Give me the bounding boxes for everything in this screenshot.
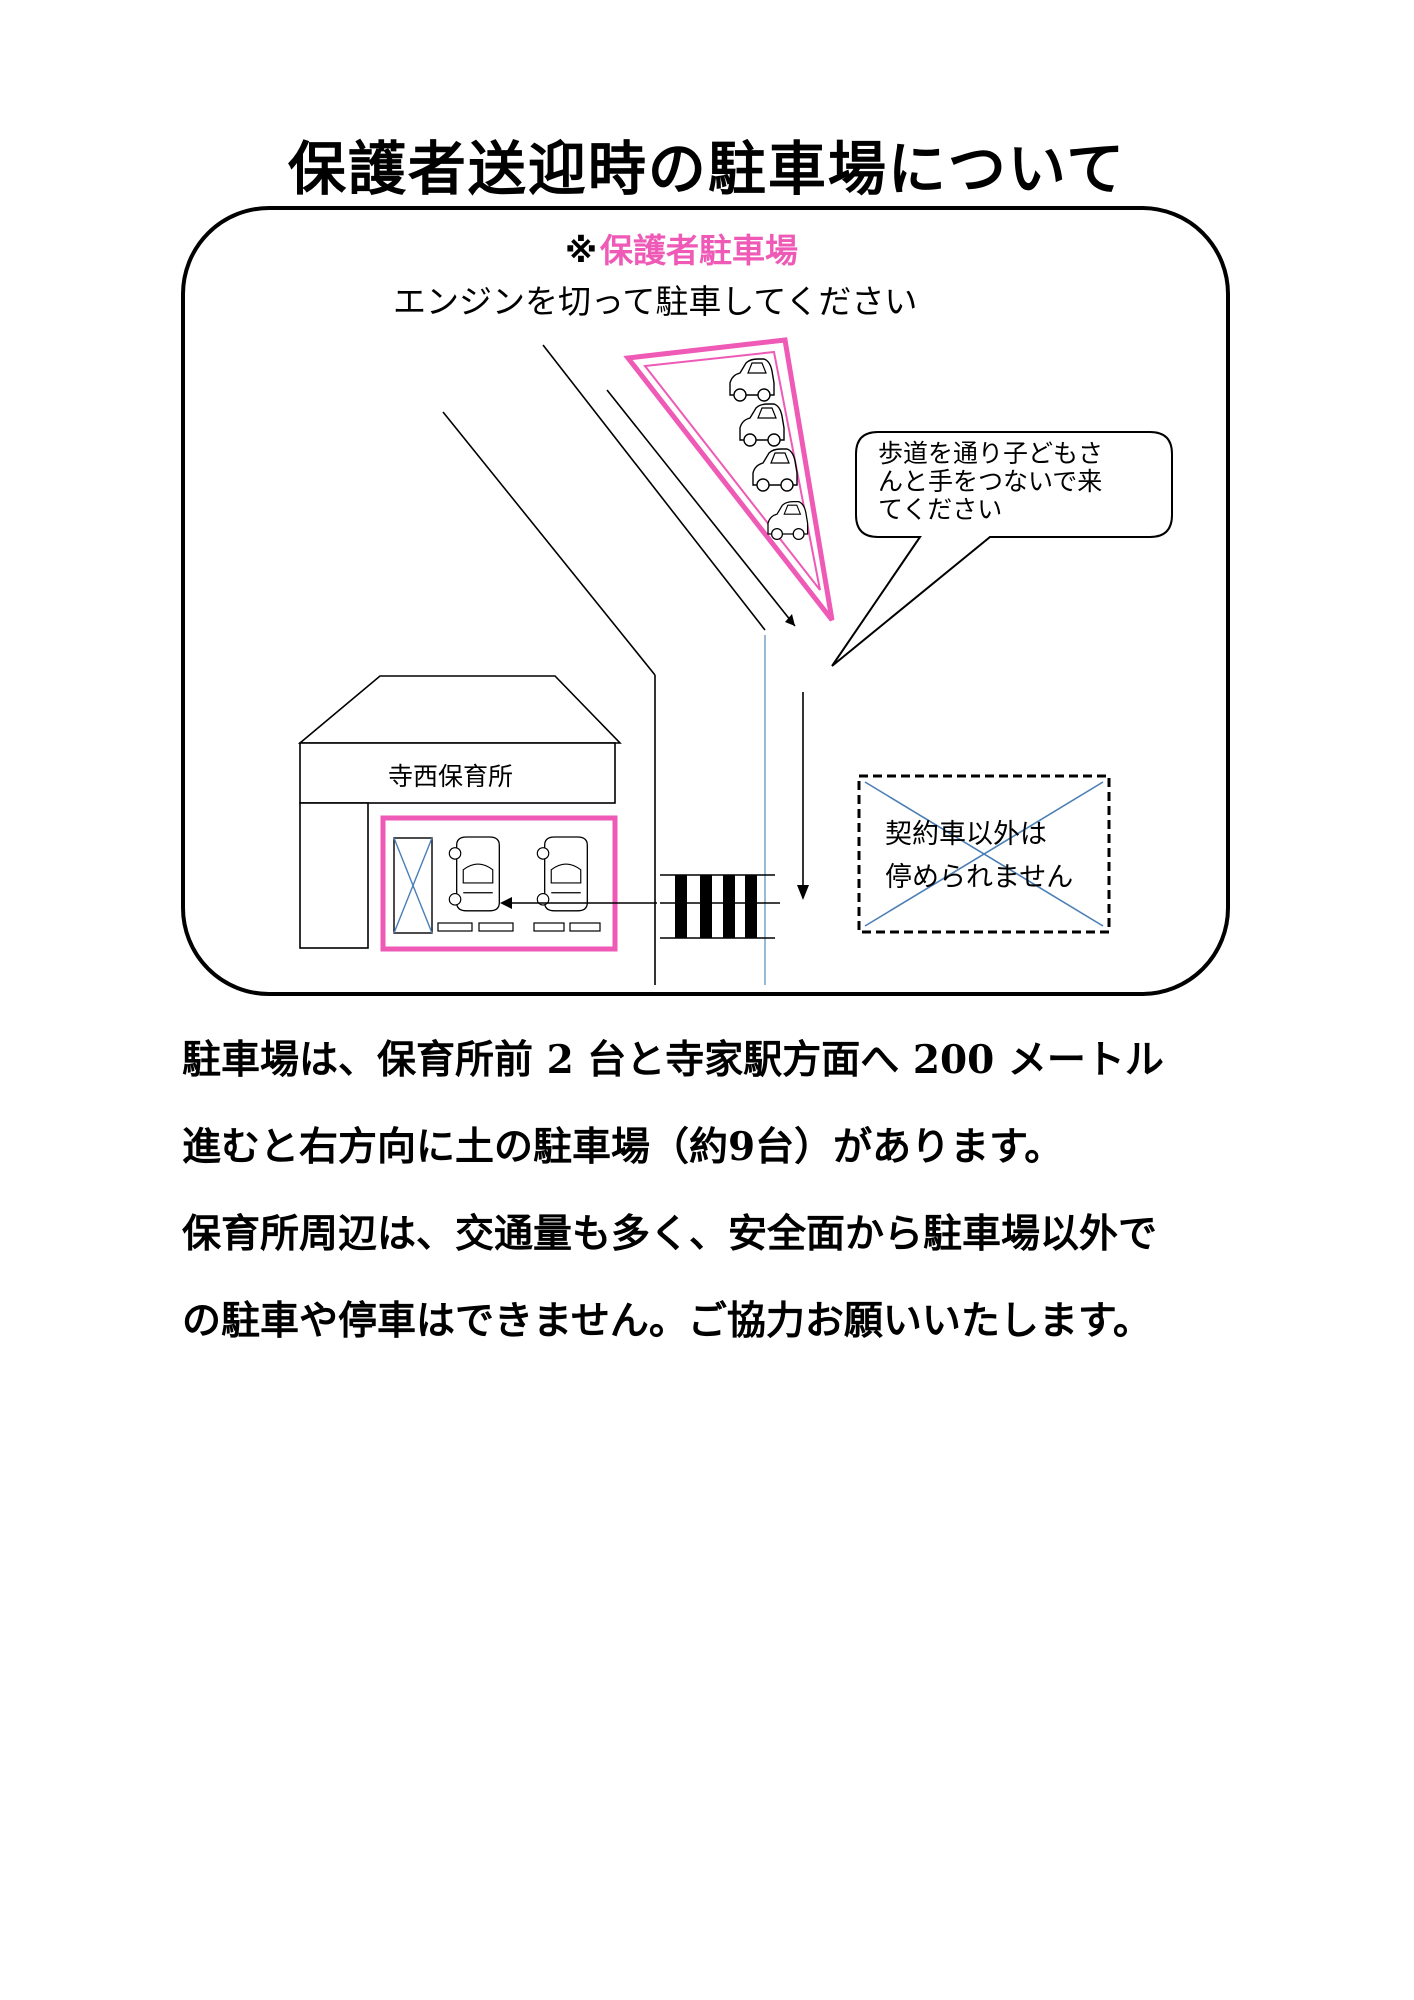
crosswalk-stripe: [700, 875, 712, 938]
body-line: 進むと右方向に土の駐車場（約9台）があります。: [182, 1124, 1064, 1170]
crosswalk-stripe: [723, 875, 735, 938]
bubble-text: 歩道を通り子どもさ んと手をつないで来 てください: [878, 439, 1111, 524]
car-icon: [536, 836, 588, 912]
crosswalk-stripe: [675, 875, 687, 938]
parking-notice-mark: ※: [565, 231, 597, 270]
speech-bubble: [831, 431, 1173, 667]
school-name: 寺西保育所: [388, 762, 513, 791]
restricted-text: 契約車以外は 停められません: [885, 819, 1073, 893]
engine-notice: エンジンを切って駐車してください: [393, 282, 917, 321]
school-roof: [297, 675, 622, 744]
body-line: の駐車や停車はできません。ご協力お願いいたします。: [182, 1298, 1152, 1344]
crosswalk-stripe: [745, 875, 757, 938]
page-title: 保護者送迎時の駐車場について: [287, 135, 1127, 203]
body-line: 保育所周辺は、交通量も多く、安全面から駐車場以外で: [182, 1211, 1158, 1257]
parking-map: ※ 保護者駐車場 エンジンを切って駐車してください 歩道を通り子どもさ んと手を…: [181, 206, 1230, 996]
body-line: 駐車場は、保育所前 2 台と寺家駅方面へ 200 メートル: [182, 1037, 1164, 1083]
car-icon: [448, 836, 500, 912]
map-frame: [181, 206, 1230, 996]
body-text: 駐車場は、保育所前 2 台と寺家駅方面へ 200 メートル 進むと右方向に土の駐…: [182, 1030, 1342, 1378]
parking-notice-label: 保護者駐車場: [600, 231, 798, 270]
school-building: [299, 742, 616, 804]
